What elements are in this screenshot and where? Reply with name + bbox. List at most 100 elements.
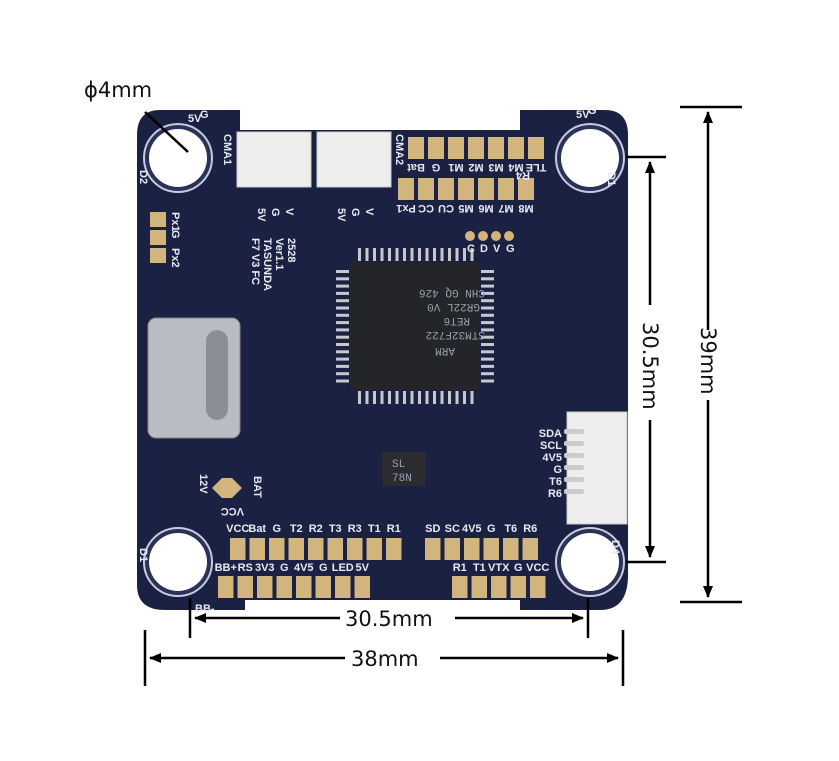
pad-label: 4V5 <box>462 523 482 535</box>
solder-pad <box>249 538 265 560</box>
solder-pad <box>347 538 363 560</box>
sensor-chip <box>382 452 426 486</box>
test-pad <box>465 231 475 241</box>
hole-diameter-label: ϕ4mm <box>84 78 152 102</box>
pad-label: VCC <box>226 523 249 535</box>
pad-label: M4 <box>507 161 523 173</box>
pad-label: Bat <box>248 523 266 535</box>
solder-pad <box>518 178 534 200</box>
power-12v-label: 12V <box>197 474 209 494</box>
pad-label: G <box>506 243 515 255</box>
corner-pad-label: 5V <box>188 113 202 125</box>
power-pad <box>212 478 242 498</box>
test-pad <box>491 231 501 241</box>
pad-label: T3 <box>329 523 342 535</box>
test-pad <box>478 231 488 241</box>
pad-label: T6 <box>504 523 517 535</box>
solder-pad <box>269 538 285 560</box>
solder-pad <box>452 576 468 598</box>
mcu-text-3: RET6 <box>444 314 470 326</box>
pad-label: M6 <box>478 202 493 214</box>
pad-label: G <box>514 562 523 574</box>
model-label: F7 V3 FC <box>249 238 261 285</box>
solder-pad <box>257 576 273 598</box>
pad-label: RS <box>238 562 253 574</box>
side-pin-label: G <box>553 464 562 476</box>
pin-label: 5V <box>255 208 267 222</box>
solder-pad <box>478 178 494 200</box>
pad-label: M7 <box>498 202 513 214</box>
pad-label: D <box>480 243 488 255</box>
mount-holes <box>143 123 625 597</box>
mount-vertical-label: 30.5mm <box>638 322 662 410</box>
pad-label: G <box>280 562 289 574</box>
solder-pad <box>276 576 292 598</box>
pad-label: Px1 <box>396 202 416 214</box>
side-pin <box>564 453 584 458</box>
pad-label: G <box>319 562 328 574</box>
pin-label: V <box>363 208 375 216</box>
solder-pad <box>315 576 331 598</box>
corner-label: D2 <box>137 170 149 184</box>
power-vcc-label: VCC <box>221 505 244 517</box>
pad-label: 5V <box>356 562 370 574</box>
side-pin <box>564 465 584 470</box>
board-height-label: 39mm <box>696 327 720 395</box>
connector-cma2 <box>316 131 392 188</box>
solder-pad <box>522 538 538 560</box>
mount-horizontal-label: 30.5mm <box>345 607 433 631</box>
pad-label: Px2 <box>169 248 181 268</box>
solder-pad <box>335 576 351 598</box>
mcu-text-2: STM32F722 <box>426 328 485 340</box>
pad-label: C <box>467 243 475 255</box>
pad-label: CU <box>438 202 454 214</box>
solder-pad <box>458 178 474 200</box>
solder-pad <box>508 137 524 159</box>
solder-pad <box>150 248 166 263</box>
connector-cma1 <box>236 131 312 188</box>
solder-pad <box>150 212 166 227</box>
pad-label: LED <box>332 562 354 574</box>
pad-label: G <box>487 523 496 535</box>
mcu-text-4: GR22L V0 <box>427 300 480 312</box>
pad-label: V <box>493 243 501 255</box>
pad-label: M5 <box>458 202 473 214</box>
pad-label: M8 <box>518 202 533 214</box>
solder-pad <box>418 178 434 200</box>
corner-label: D1 <box>605 172 617 186</box>
pad-label: R2 <box>309 523 323 535</box>
corner-pad-label: 5V <box>576 109 590 121</box>
pin-label: G <box>349 208 361 217</box>
side-pin <box>564 441 584 446</box>
solder-pad <box>354 576 370 598</box>
pad-label: M3 <box>488 161 503 173</box>
solder-pad <box>464 538 480 560</box>
solder-pad <box>488 137 504 159</box>
side-pin-label: R6 <box>548 488 562 500</box>
dimension-lines <box>143 105 742 686</box>
pad-label: T1 <box>473 562 486 574</box>
pad-label: VCC <box>526 562 549 574</box>
test-pad <box>504 231 514 241</box>
r4-label: R4 <box>515 169 530 181</box>
solder-pad <box>471 576 487 598</box>
solder-pad <box>510 576 526 598</box>
solder-pad <box>218 576 234 598</box>
solder-pad <box>327 538 343 560</box>
solder-pad <box>386 538 402 560</box>
solder-pad <box>438 178 454 200</box>
brand-label: TASUNDA <box>261 238 273 291</box>
board-width-label: 38mm <box>351 647 419 671</box>
solder-pad <box>530 576 546 598</box>
pad-label: SC <box>445 523 460 535</box>
solder-pad <box>150 230 166 245</box>
pad-label: 3V3 <box>255 562 275 574</box>
pad-label: T2 <box>290 523 303 535</box>
solder-pad <box>308 538 324 560</box>
solder-pad <box>444 538 460 560</box>
solder-pad <box>398 178 414 200</box>
code-label: 2528 <box>285 238 297 262</box>
pad-label: M2 <box>468 161 483 173</box>
pad-label: R3 <box>348 523 362 535</box>
